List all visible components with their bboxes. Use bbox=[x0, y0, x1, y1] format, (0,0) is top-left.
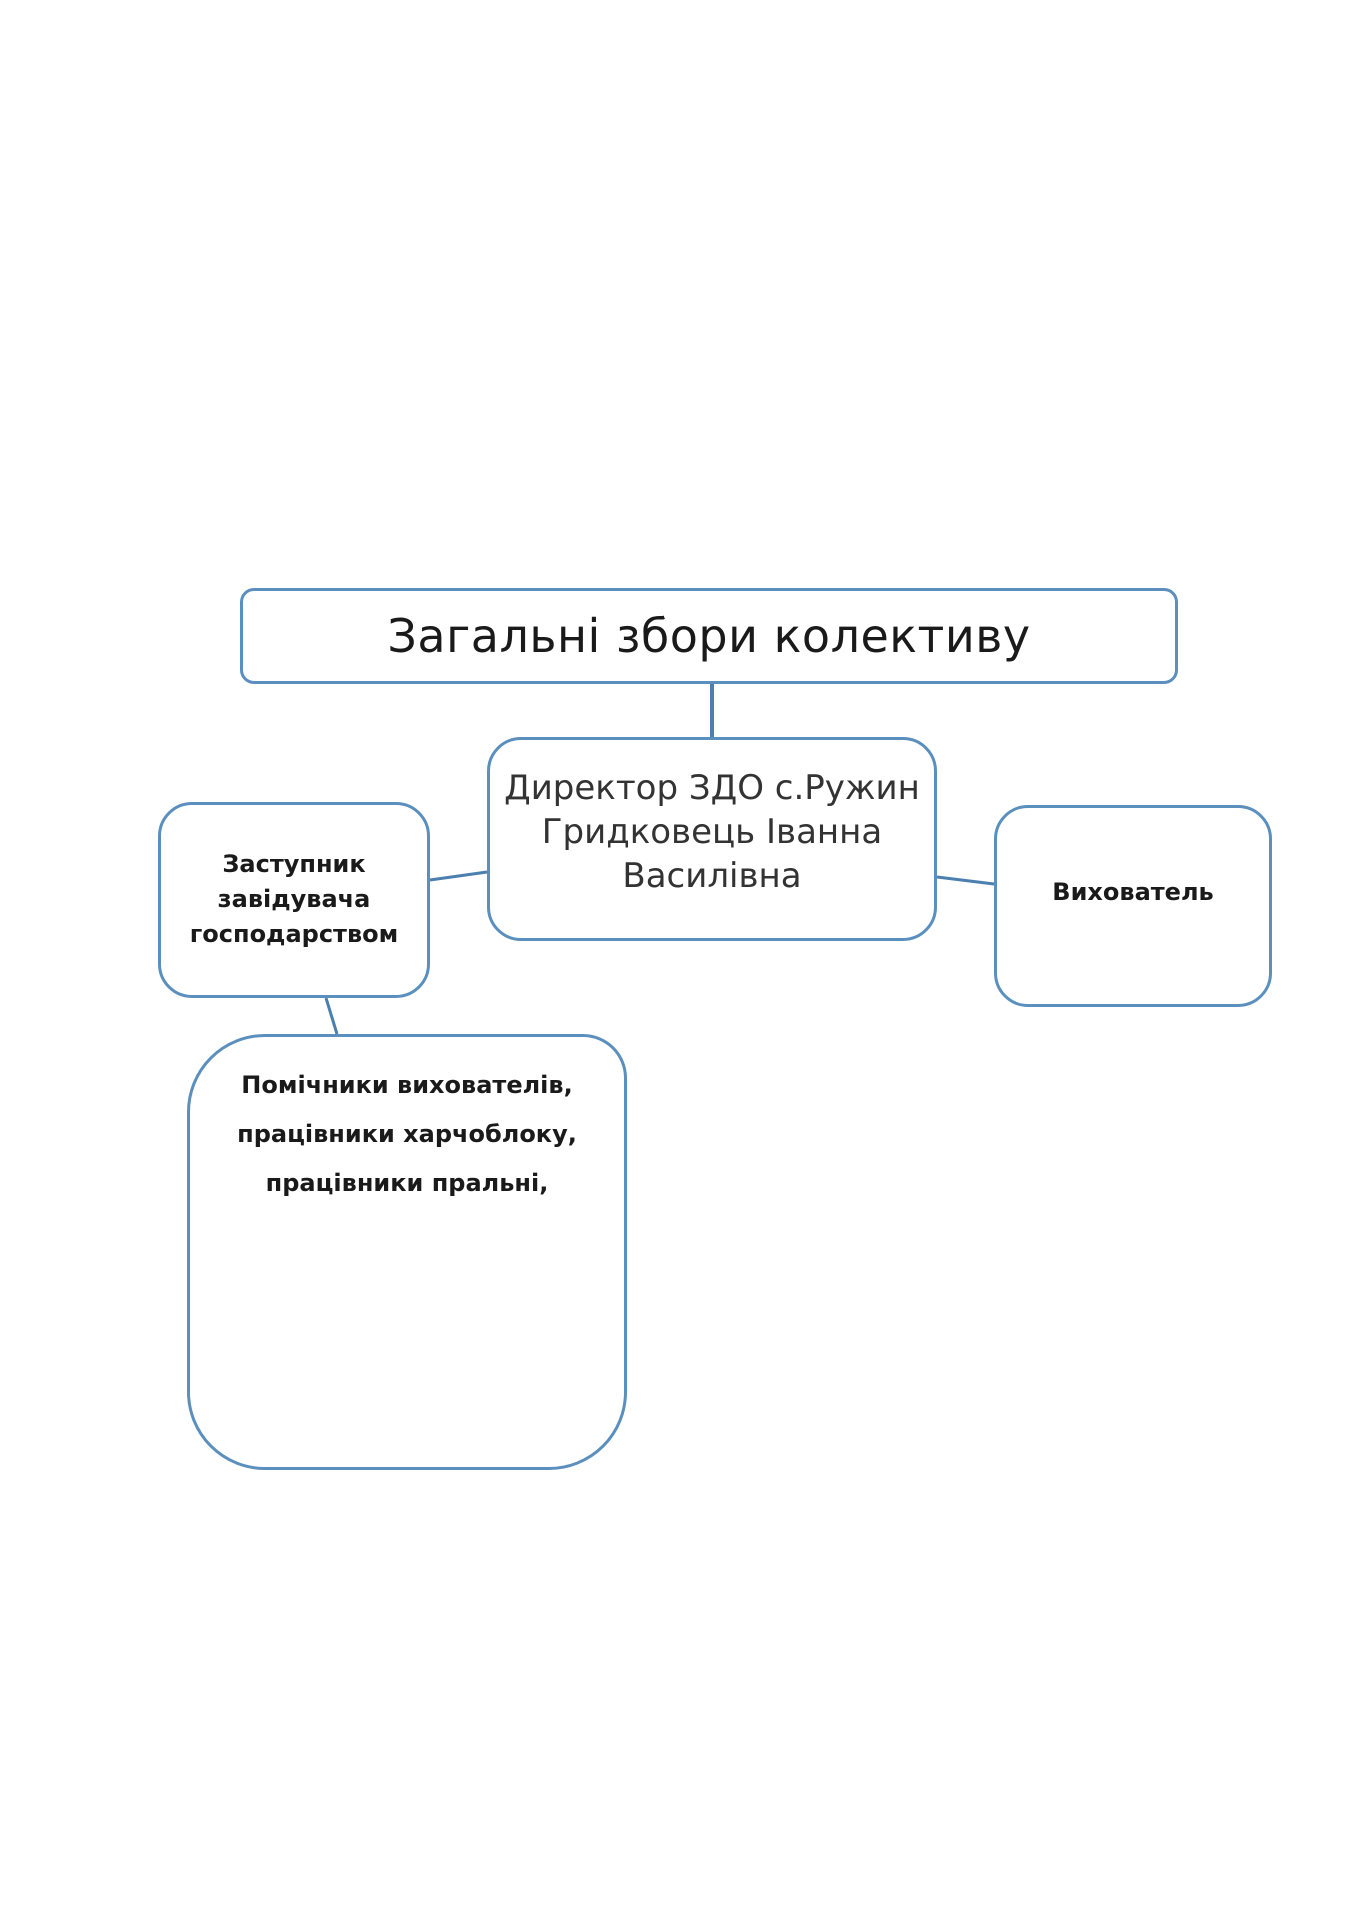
connector-director-educator bbox=[936, 875, 995, 886]
connector-director-deputy bbox=[429, 870, 488, 882]
assistants-box: Помічники вихователів, працівники харчоб… bbox=[187, 1034, 627, 1470]
general-assembly-box: Загальні збори колективу bbox=[240, 588, 1178, 684]
director-box: Директор ЗДО с.Ружин Гридковець Іванна В… bbox=[487, 737, 937, 941]
deputy-label: Заступник завідувача господарством bbox=[189, 850, 399, 948]
educator-box: Вихователь bbox=[994, 805, 1272, 1007]
general-assembly-label: Загальні збори колективу bbox=[387, 609, 1031, 663]
deputy-box: Заступник завідувача господарством bbox=[158, 802, 430, 998]
educator-label: Вихователь bbox=[1052, 878, 1214, 906]
assistants-label: Помічники вихователів, працівники харчоб… bbox=[237, 1071, 577, 1197]
connector-deputy-assistants bbox=[324, 997, 339, 1035]
director-label: Директор ЗДО с.Ружин Гридковець Іванна В… bbox=[504, 768, 920, 896]
